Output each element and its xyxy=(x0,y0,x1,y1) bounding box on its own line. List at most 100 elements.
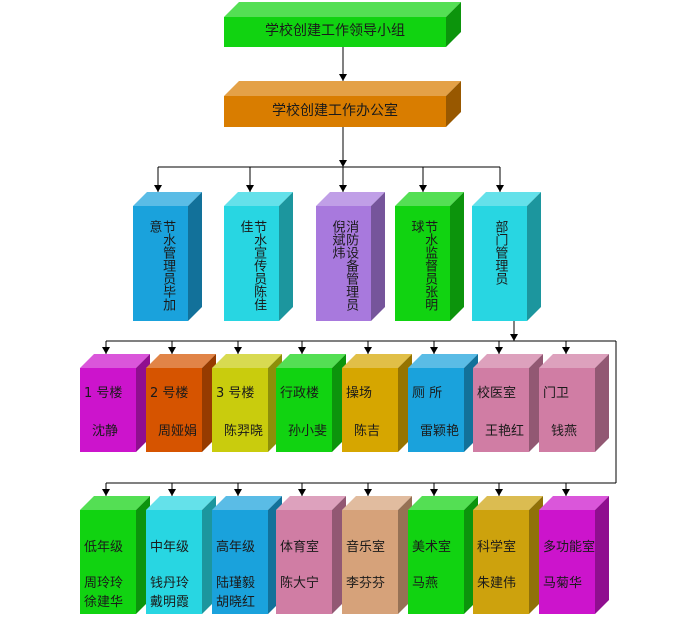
group-box-4: 节水监督员张明球 xyxy=(395,192,464,321)
leadership-group-box: 学校创建工作领导小组 xyxy=(224,2,461,47)
arrowhead-12 xyxy=(168,347,176,354)
room-box-8-front-face xyxy=(539,510,595,614)
group-box-4-side-face xyxy=(450,192,464,321)
group-box-3: 消防设备管理员倪斌炜 xyxy=(316,192,385,321)
group-box-2-front-face xyxy=(224,206,279,321)
group-box-1: 节水管理员毕加意 xyxy=(133,192,202,321)
area-label-3: 3 号楼 xyxy=(216,386,255,401)
area-box-6-top-face xyxy=(408,354,478,368)
arrowhead-6 xyxy=(339,185,347,192)
group-box-5-shape xyxy=(472,192,541,321)
room-box-8: 多功能室马菊华 xyxy=(539,496,609,614)
room-box-1-content: 低年级周玲玲徐建华 xyxy=(80,510,136,614)
area-manager-name-1: 沈静 xyxy=(92,424,119,440)
area-label-2: 2 号楼 xyxy=(150,386,189,401)
room-manager-name-1-2: 徐建华 xyxy=(84,595,124,611)
arrowhead-2 xyxy=(339,160,347,167)
room-box-7-top-face xyxy=(473,496,543,510)
group-box-4-content: 节水监督员张明球 xyxy=(395,206,450,321)
room-box-8-top-face xyxy=(539,496,609,510)
area-box-8-shape xyxy=(539,354,609,452)
area-manager-name-6: 雷颖艳 xyxy=(420,424,460,440)
group-box-5-front-face xyxy=(472,206,527,321)
arrowhead-27 xyxy=(495,489,503,496)
room-box-1-front-face xyxy=(80,510,136,614)
room-box-7: 科学室朱建伟 xyxy=(473,496,543,614)
room-label-6: 美术室 xyxy=(412,540,452,555)
area-box-4-content: 行政楼孙小斐 xyxy=(276,368,332,452)
group-box-2-shape xyxy=(224,192,293,321)
group-box-2: 节水宣传员陈佳佳 xyxy=(224,192,293,321)
area-box-4-top-face xyxy=(276,354,346,368)
group-box-4-top-face xyxy=(395,192,464,206)
arrowhead-28 xyxy=(562,489,570,496)
group-box-3-front-face xyxy=(316,206,371,321)
arrowhead-22 xyxy=(168,489,176,496)
office-label: 学校创建工作办公室 xyxy=(272,102,398,119)
area-label-5: 操场 xyxy=(346,386,373,401)
area-label-8: 门卫 xyxy=(543,386,570,401)
room-box-3-top-face xyxy=(212,496,282,510)
area-box-5: 操场陈吉 xyxy=(342,354,412,452)
leadership-group-label: 学校创建工作领导小组 xyxy=(265,23,405,40)
area-manager-name-5: 陈吉 xyxy=(354,424,381,440)
area-manager-name-3: 陈羿晓 xyxy=(224,424,264,440)
group-box-3-content: 消防设备管理员倪斌炜 xyxy=(316,206,371,321)
room-box-6-content: 美术室马燕 xyxy=(408,510,464,614)
room-box-8-shape xyxy=(539,496,609,614)
room-box-2-content: 中年级钱丹玲戴明霞 xyxy=(146,510,202,614)
arrowhead-25 xyxy=(364,489,372,496)
area-box-7: 校医室王艳红 xyxy=(473,354,543,452)
room-manager-name-1-1: 周玲玲 xyxy=(84,576,124,592)
area-box-3: 3 号楼陈羿晓 xyxy=(212,354,282,452)
area-manager-name-7: 王艳红 xyxy=(485,424,525,440)
group-box-5: 部门管理员 xyxy=(472,192,541,321)
group-box-4-shape xyxy=(395,192,464,321)
arrowhead-17 xyxy=(495,347,503,354)
room-label-3: 高年级 xyxy=(216,540,256,555)
arrowhead-24 xyxy=(298,489,306,496)
room-manager-name-2-2: 戴明霞 xyxy=(150,595,190,611)
group-label-5: 部门管理员 xyxy=(492,220,508,285)
room-label-1: 低年级 xyxy=(84,540,124,555)
room-box-5-shape xyxy=(342,496,412,614)
room-manager-name-4-1: 陈大宁 xyxy=(280,576,320,592)
room-label-5: 音乐室 xyxy=(346,540,386,555)
room-box-5-top-face xyxy=(342,496,412,510)
group-box-5-content: 部门管理员 xyxy=(472,206,527,321)
leadership-group-box-front-face xyxy=(224,17,446,47)
area-manager-name-2: 周娅娟 xyxy=(158,424,198,440)
area-box-3-content: 3 号楼陈羿晓 xyxy=(212,368,268,452)
area-label-4: 行政楼 xyxy=(280,386,320,401)
room-manager-name-3-2: 胡晓红 xyxy=(216,595,256,611)
area-box-1-top-face xyxy=(80,354,150,368)
room-box-5-front-face xyxy=(342,510,398,614)
area-label-6: 厕 所 xyxy=(412,386,443,401)
arrowhead-7 xyxy=(419,185,427,192)
area-box-6-content: 厕 所雷颖艳 xyxy=(408,368,464,452)
room-box-8-content: 多功能室马菊华 xyxy=(539,510,595,614)
group-box-2-side-face xyxy=(279,192,293,321)
area-box-3-front-face xyxy=(212,368,268,452)
group-box-3-shape xyxy=(316,192,385,321)
room-box-2-front-face xyxy=(146,510,202,614)
group-label-4: 节水监督员张明球 xyxy=(408,220,438,311)
arrowhead-5 xyxy=(246,185,254,192)
area-box-2-front-face xyxy=(146,368,202,452)
room-label-8: 多功能室 xyxy=(543,540,596,555)
office-box-top-face xyxy=(224,81,461,96)
room-box-3-content: 高年级陆瑾毅胡晓红 xyxy=(212,510,268,614)
area-box-8-front-face xyxy=(539,368,595,452)
group-label-2: 节水宣传员陈佳佳 xyxy=(237,220,267,311)
area-box-1-front-face xyxy=(80,368,136,452)
area-box-8-side-face xyxy=(595,354,609,452)
area-box-8: 门卫钱燕 xyxy=(539,354,609,452)
area-box-2-content: 2 号楼周娅娟 xyxy=(146,368,202,452)
arrowhead-16 xyxy=(430,347,438,354)
office-box: 学校创建工作办公室 xyxy=(224,81,461,127)
group-box-2-content: 节水宣传员陈佳佳 xyxy=(224,206,279,321)
group-label-3: 消防设备管理员倪斌炜 xyxy=(329,220,359,311)
room-box-1: 低年级周玲玲徐建华 xyxy=(80,496,150,614)
leadership-group-box-top-face xyxy=(224,2,461,17)
